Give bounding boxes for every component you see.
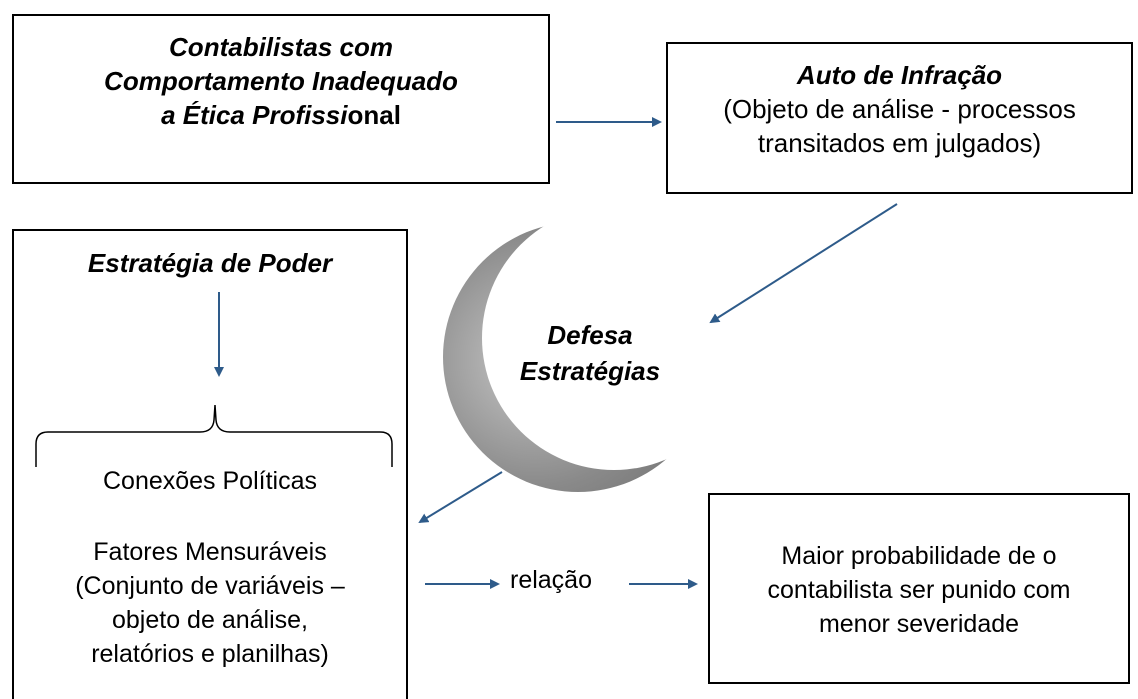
box-auto-de-infracao: Auto de Infração (Objeto de análise - pr…: [666, 42, 1133, 194]
box-auto-de-infracao-text: Auto de Infração (Objeto de análise - pr…: [668, 58, 1131, 160]
fatores-mensuraveis-line-4: relatórios e planilhas): [91, 640, 329, 668]
box-contabilistas-line-3b: onal: [347, 100, 401, 130]
box-auto-de-infracao-line-1: (Objeto de análise - processos: [723, 94, 1076, 124]
estrategia-de-poder-title: Estratégia de Poder: [87, 248, 333, 278]
box-maior-probabilidade-text: Maior probabilidade de o contabilista se…: [710, 539, 1128, 641]
box-auto-de-infracao-title: Auto de Infração: [796, 60, 1003, 90]
box-contabilistas-line-1: Contabilistas com: [169, 32, 393, 62]
box-contabilistas: Contabilistas com Comportamento Inadequa…: [12, 14, 550, 184]
box-contabilistas-text: Contabilistas com Comportamento Inadequa…: [14, 30, 548, 132]
fatores-mensuraveis-line-3: objeto de análise,: [112, 606, 308, 634]
box-contabilistas-line-3: a Ética Profissional: [14, 98, 548, 132]
arrow-box2-to-moon: [709, 203, 898, 324]
relacao-label: relação: [510, 566, 592, 594]
box-maior-probabilidade-line-2: contabilista ser punido com: [767, 576, 1071, 604]
arrow-moon-to-box3: [418, 471, 503, 524]
conexoes-politicas-label: Conexões Políticas: [102, 467, 317, 495]
defesa-label: Defesa: [547, 320, 633, 350]
box-maior-probabilidade-line-1: Maior probabilidade de o: [781, 542, 1057, 570]
fatores-mensuraveis-line-2: (Conjunto de variáveis –: [75, 572, 345, 600]
estrategias-label: Estratégias: [519, 356, 661, 386]
box-contabilistas-line-3a: a Ética Profissi: [161, 100, 348, 130]
fatores-mensuraveis-text: Fatores Mensuráveis (Conjunto de variáve…: [12, 535, 408, 671]
box-contabilistas-line-2: Comportamento Inadequado: [104, 66, 458, 96]
fatores-mensuraveis-line-1: Fatores Mensuráveis: [93, 538, 327, 566]
box-maior-probabilidade-line-3: menor severidade: [818, 610, 1020, 638]
box-maior-probabilidade: Maior probabilidade de o contabilista se…: [708, 493, 1130, 684]
box-auto-de-infracao-line-2: transitados em julgados): [757, 128, 1042, 158]
